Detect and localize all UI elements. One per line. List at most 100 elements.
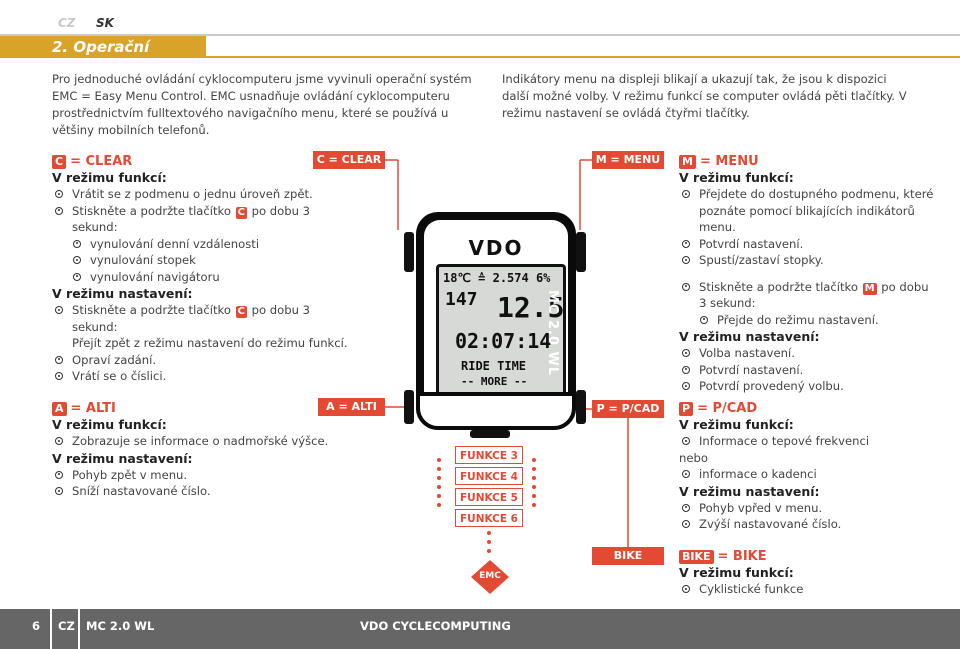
bullet-icon: [73, 239, 81, 248]
item-text: vynulování denní vzdálenosti: [90, 236, 260, 251]
list-item: Opraví zadání.: [52, 352, 352, 369]
list-item: Vrátit se z podmenu o jednu úroveň zpět.: [52, 186, 352, 203]
callout-bike: BIKE: [592, 547, 664, 565]
list-item: Zvýší nastavované číslo.: [679, 516, 939, 533]
pcad-key-icon: P: [679, 402, 694, 416]
list-item: Volba nastavení.: [679, 345, 939, 362]
bullet-icon: [55, 190, 63, 198]
list-item: Přejde do režimu nastavení.: [679, 312, 939, 329]
bullet-icon: [73, 256, 81, 264]
item-text: Pohyb vpřed v menu.: [699, 500, 823, 515]
menu-key-icon: M: [679, 155, 696, 169]
lcd-row-5: RIDE TIME: [461, 359, 527, 373]
list-item: Přejdete do dostupného podmenu, které po…: [679, 186, 939, 236]
alti-key-icon: A: [52, 402, 67, 416]
list-item: Zobrazuje se informace o nadmořské výšce…: [52, 433, 352, 450]
tab-sk[interactable]: SK: [90, 0, 128, 34]
list-item: Cyklistické funkce: [679, 581, 939, 598]
list-item: vynulování denní vzdálenosti: [52, 236, 352, 253]
item-text: Zobrazuje se informace o nadmořské výšce…: [72, 434, 329, 448]
button-m[interactable]: [576, 232, 586, 272]
list-item: vynulování navigátoru: [52, 269, 352, 286]
funkce-5-label: FUNKCE 5: [455, 488, 523, 506]
cyclecomputer-device: VDO 18℃ ≙ 2.574 6% 147 12.5 02:07:14 RID…: [416, 212, 576, 430]
alti-title: = ALTI: [70, 401, 116, 416]
tab-cz[interactable]: CZ: [52, 0, 90, 34]
bike-title: = BIKE: [717, 549, 767, 564]
dot-column-left: [437, 458, 441, 512]
top-divider: [0, 34, 960, 36]
list-item: Stiskněte a podržte tlačítko C po dobu 3…: [52, 302, 352, 352]
item-text: vynulování stopek: [90, 253, 196, 267]
lcd-row-2: 147: [445, 289, 478, 310]
section-title: 2. Operační systém: [0, 36, 206, 78]
bullet-icon: [682, 239, 690, 248]
list-item: Stiskněte a podržte tlačítko C po dobu 3…: [52, 203, 352, 236]
list-item: Potvrdí nastavení.: [679, 236, 939, 253]
item-text: Vrátit se z podmenu o jednu úroveň zpět.: [72, 187, 313, 201]
button-a[interactable]: [404, 390, 414, 424]
menu-title: = MENU: [699, 154, 759, 169]
bullet-icon: [55, 437, 63, 445]
list-item: Potvrdí nastavení.: [679, 362, 939, 379]
callout-menu: M = MENU: [592, 151, 664, 169]
menu-func-heading: V režimu funkcí:: [679, 170, 794, 185]
callout-pcad: P = P/CAD: [592, 400, 664, 418]
intro-left: Pro jednoduché ovládání cyklocomputeru j…: [52, 72, 472, 137]
list-item: Potvrdí provedený volbu.: [679, 378, 939, 395]
list-item: Vrátí se o číslici.: [52, 368, 352, 385]
footer-lang: CZ: [58, 619, 75, 633]
alti-func-heading: V režimu funkcí:: [52, 417, 167, 432]
callout-clear: C = CLEAR: [313, 151, 385, 169]
tab-sk-label: SK: [96, 16, 114, 30]
device-model-label: MC 2.0 WL: [545, 290, 560, 377]
list-item: Sníží nastavované číslo.: [52, 483, 352, 500]
item-text: po dobu 3 sekund:: [72, 303, 311, 334]
dot-column-bottom: [487, 531, 491, 558]
lcd-row-4: 02:07:14: [455, 329, 552, 353]
alti-set-heading: V režimu nastavení:: [52, 450, 193, 466]
bullet-icon: [55, 306, 63, 314]
footer-bar: [0, 609, 960, 649]
menu-heading: M= MENU: [679, 154, 939, 169]
item-text: Přejdete do dostupného podmenu, které po…: [699, 187, 934, 234]
button-p[interactable]: [576, 390, 586, 424]
bullet-icon: [55, 372, 63, 380]
item-text: Sníží nastavované číslo.: [72, 484, 211, 498]
bullet-icon: [682, 190, 690, 198]
bullet-icon: [682, 365, 690, 374]
c-key-icon: C: [235, 206, 247, 219]
item-text: vynulování navigátoru: [90, 269, 220, 284]
item-text: po dobu 3 sekund:: [699, 279, 929, 311]
menu-section: M= MENU V režimu funkcí: Přejdete do dos…: [679, 154, 939, 395]
clear-func-heading: V režimu funkcí:: [52, 170, 167, 185]
button-bike[interactable]: [470, 430, 510, 438]
footer-page-number: 6: [32, 619, 41, 633]
bike-heading: BIKE= BIKE: [679, 549, 939, 564]
item-text: Stiskněte a podržte tlačítko: [72, 303, 231, 317]
item-text: Vrátí se o číslici.: [72, 369, 167, 383]
bullet-icon: [55, 206, 63, 215]
item-text: Potvrdí nastavení.: [699, 236, 804, 251]
pcad-set-heading: V režimu nastavení:: [679, 483, 820, 499]
c-key-icon: C: [235, 306, 247, 318]
bike-section: BIKE= BIKE V režimu funkcí: Cyklistické …: [679, 549, 939, 598]
funkce-4-label: FUNKCE 4: [455, 467, 523, 485]
button-c[interactable]: [404, 232, 414, 272]
funkce-3-label: FUNKCE 3: [455, 446, 523, 464]
alti-heading: A= ALTI: [52, 401, 352, 416]
bike-key-icon: BIKE: [679, 550, 714, 564]
clear-title: = CLEAR: [70, 154, 133, 169]
item-text: Pohyb zpět v menu.: [72, 467, 188, 482]
item-text: Potvrdí provedený volbu.: [699, 379, 844, 393]
clear-key-icon: C: [52, 155, 67, 169]
pcad-heading: P= P/CAD: [679, 401, 939, 416]
bike-func-heading: V režimu funkcí:: [679, 565, 794, 580]
item-text: Zvýší nastavované číslo.: [699, 517, 842, 531]
device-bottom: [416, 392, 576, 430]
bullet-icon: [700, 315, 708, 324]
bullet-icon: [682, 437, 690, 445]
pcad-func-heading: V režimu funkcí:: [679, 417, 794, 432]
bullet-icon: [682, 503, 690, 512]
